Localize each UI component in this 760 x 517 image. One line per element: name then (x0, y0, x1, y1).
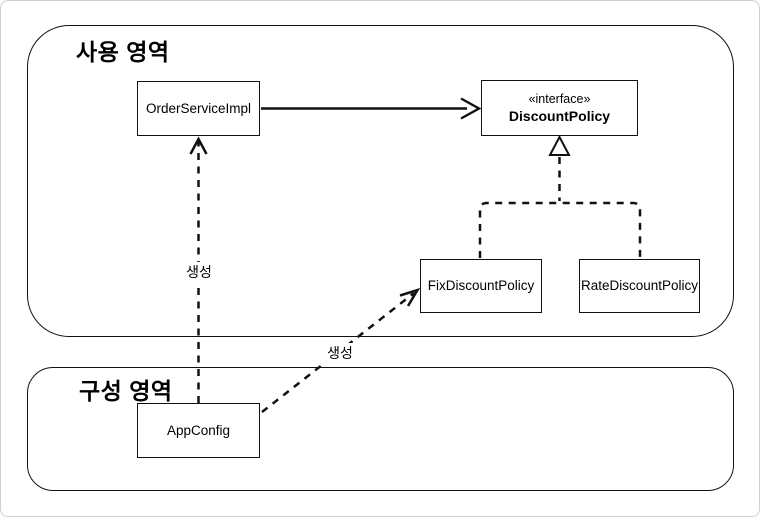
edge-realization-discountpolicy (478, 134, 642, 258)
edge-label-create-vertical: 생성 (183, 262, 215, 282)
node-appconfig-label: AppConfig (166, 422, 231, 438)
node-discountpolicy-stereotype: «interface» (528, 91, 591, 106)
edge-appconfig-to-orderservice (189, 136, 208, 403)
node-ratediscountpolicy: RateDiscountPolicy (579, 259, 700, 313)
node-orderserviceimpl: OrderServiceImpl (137, 81, 260, 136)
region-usage (27, 25, 734, 337)
region-config (27, 367, 734, 491)
node-appconfig: AppConfig (137, 403, 260, 458)
node-ratediscountpolicy-label: RateDiscountPolicy (580, 278, 699, 294)
edge-label-create-diagonal: 생성 (324, 343, 356, 363)
node-fixdiscountpolicy-label: FixDiscountPolicy (427, 278, 535, 294)
region-usage-title: 사용 영역 (76, 39, 170, 65)
region-config-title: 구성 영역 (79, 378, 173, 404)
node-discountpolicy-label: DiscountPolicy (508, 108, 611, 125)
node-fixdiscountpolicy: FixDiscountPolicy (420, 259, 542, 313)
edge-orderservice-to-discountpolicy (261, 97, 482, 120)
node-discountpolicy: «interface» DiscountPolicy (481, 80, 638, 136)
node-orderserviceimpl-label: OrderServiceImpl (145, 100, 252, 116)
